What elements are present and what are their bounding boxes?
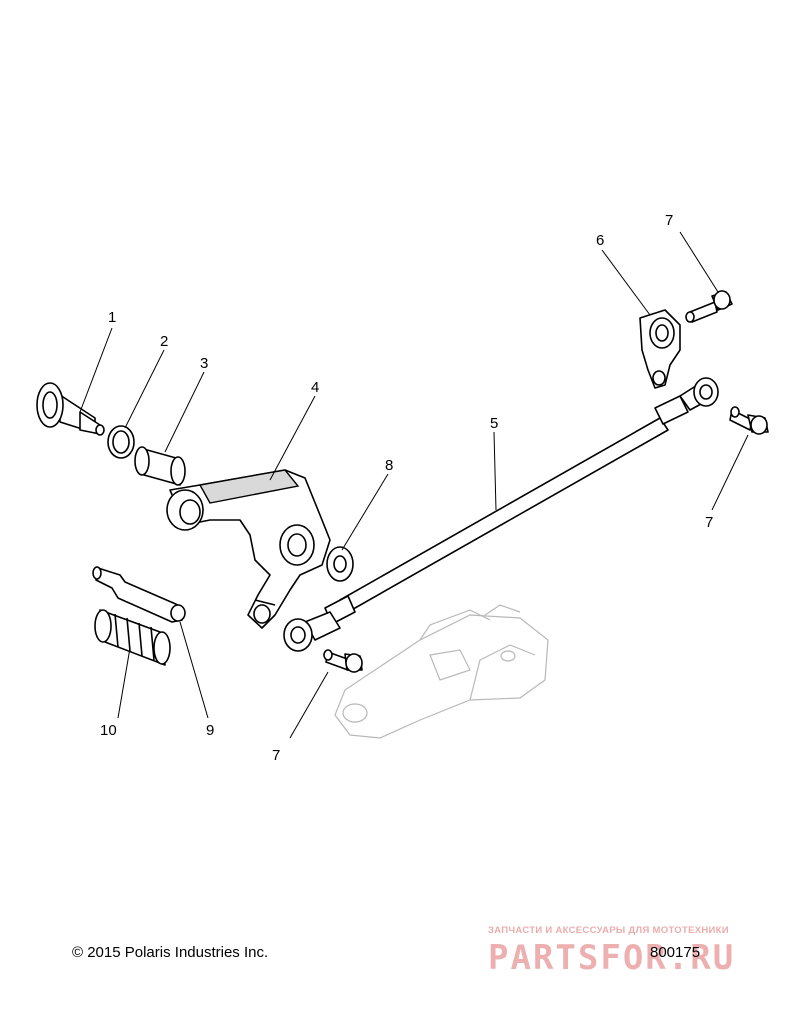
shift-rod-part-5 bbox=[283, 377, 719, 652]
callout-7-right: 7 bbox=[705, 514, 713, 531]
callout-6: 6 bbox=[596, 232, 604, 249]
shift-lever-part-4 bbox=[166, 469, 331, 629]
callout-9: 9 bbox=[206, 722, 214, 739]
bolt-part-7-right bbox=[729, 406, 769, 435]
callout-2: 2 bbox=[160, 333, 168, 350]
watermark: ЗАПЧАСТИ И АКСЕССУАРЫ ДЛЯ МОТОТЕХНИКИ PA… bbox=[488, 925, 788, 978]
watermark-logo: PARTSFOR.RU bbox=[488, 938, 736, 978]
leader-lines bbox=[79, 231, 749, 739]
frame-bracket-ghost bbox=[334, 604, 549, 739]
rod-end-clamp-part-6 bbox=[639, 309, 681, 389]
washer-part-8 bbox=[326, 546, 354, 582]
grip-sleeve-part-10 bbox=[94, 609, 171, 666]
callout-5: 5 bbox=[490, 415, 498, 432]
callout-7-top: 7 bbox=[665, 212, 673, 229]
callout-7-bottom: 7 bbox=[272, 747, 280, 764]
o-ring-part-2 bbox=[107, 425, 135, 459]
diagram-number: 800175 bbox=[650, 944, 701, 961]
pivot-bolt-part-1 bbox=[36, 382, 105, 436]
copyright-text: © 2015 Polaris Industries Inc. bbox=[72, 944, 269, 961]
callout-8: 8 bbox=[385, 457, 393, 474]
peg-pin-part-9 bbox=[92, 566, 186, 623]
watermark-tagline: ЗАПЧАСТИ И АКСЕССУАРЫ ДЛЯ МОТОТЕХНИКИ bbox=[488, 925, 729, 936]
bolt-part-7-top bbox=[685, 290, 733, 323]
callout-3: 3 bbox=[200, 355, 208, 372]
callout-4: 4 bbox=[311, 379, 319, 396]
callout-1: 1 bbox=[108, 309, 116, 326]
bushing-part-3 bbox=[134, 446, 186, 486]
callout-10: 10 bbox=[100, 722, 117, 739]
bolt-part-7-bottom bbox=[323, 649, 363, 673]
